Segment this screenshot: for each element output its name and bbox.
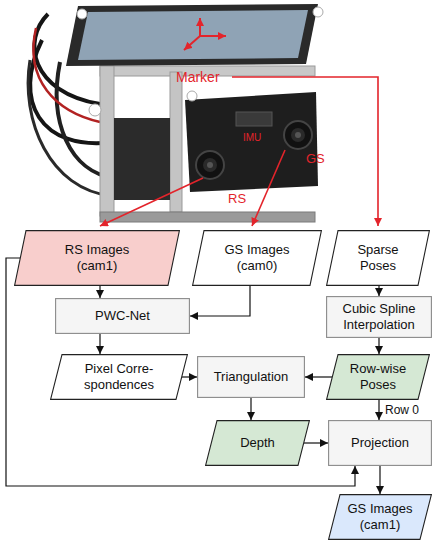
lens-glass	[295, 132, 301, 138]
rs-camera-lens	[196, 151, 224, 179]
text-block: RS Images (cam1)	[57, 242, 137, 273]
marker-sphere	[313, 7, 323, 17]
text-block: Row-wise Poses	[346, 361, 410, 392]
rect-shape	[198, 357, 305, 398]
rect-shape	[56, 299, 190, 334]
frame-post	[100, 66, 114, 216]
flow-arrow	[378, 286, 379, 296]
screen	[78, 10, 308, 60]
marker-sphere	[77, 9, 87, 19]
camera-plate	[185, 92, 318, 192]
data-parallelogram: Row-wise Poses	[326, 354, 430, 400]
node-label: Triangulation	[214, 369, 289, 385]
rect-shape	[327, 297, 432, 338]
imu-label: IMU	[243, 132, 261, 143]
edge-label: Row 0	[384, 403, 420, 417]
node-label: GS Images (cam0)	[217, 242, 297, 273]
imu-chip	[236, 112, 272, 126]
axis-arrow	[199, 18, 201, 36]
marker-pointer	[232, 77, 378, 226]
frame-base	[100, 212, 315, 222]
screen-bezel	[66, 4, 318, 66]
marker-label: Marker	[176, 70, 220, 85]
process-box: Cubic Spline Interpolation	[326, 296, 432, 338]
process-box: Projection	[328, 420, 432, 466]
node-label: Row-wise Poses	[346, 361, 410, 392]
text-block: GS Images (cam1)	[345, 501, 415, 532]
parallelogram-shape	[51, 355, 188, 400]
cable	[28, 60, 112, 196]
input-parallelogram: Sparse Poses	[326, 230, 430, 286]
text-block: GS Images (cam0)	[217, 242, 297, 273]
text-block: Depth	[240, 435, 275, 451]
parallelogram-shape	[15, 231, 180, 286]
lens-glass	[291, 128, 305, 142]
flow-arrow	[99, 286, 100, 298]
node-label: RS Images (cam1)	[57, 242, 137, 273]
axis-arrow	[200, 35, 226, 37]
rect-shape	[329, 421, 432, 466]
flow-arrow	[6, 258, 355, 486]
flow-arrow	[99, 334, 100, 354]
gs-pointer	[252, 150, 285, 226]
parallelogram-shape	[327, 355, 430, 400]
parallelogram-shape	[327, 231, 430, 286]
output-parallelogram: GS Images (cam1)	[328, 494, 432, 540]
gs-camera-lens	[284, 121, 312, 149]
node-label: Cubic Spline Interpolation	[332, 301, 426, 332]
flow-arrow	[304, 442, 328, 443]
text-block: Pixel Corre- spondences	[77, 361, 162, 392]
text-block: PWC-Net	[95, 308, 150, 324]
text-block: Triangulation	[214, 369, 289, 385]
node-label: Pixel Corre- spondences	[77, 361, 162, 392]
marker-sphere	[187, 91, 197, 101]
flow-arrow	[182, 376, 197, 377]
lens-glass	[207, 162, 213, 168]
flow-arrow	[190, 286, 250, 316]
text-block: Projection	[351, 435, 409, 451]
camera-label: GS	[306, 152, 325, 166]
axis-arrow	[184, 36, 200, 50]
node-label: Sparse Poses	[348, 242, 408, 273]
text-block: Cubic Spline Interpolation	[332, 301, 426, 332]
camera-label: RS	[228, 192, 246, 206]
node-label: PWC-Net	[95, 308, 150, 324]
computer-board	[114, 118, 170, 200]
node-label: GS Images (cam1)	[345, 501, 415, 532]
parallelogram-shape	[329, 495, 432, 540]
flow-arrow	[379, 466, 380, 494]
input-parallelogram: GS Images (cam0)	[192, 230, 322, 286]
parallelogram-shape	[193, 231, 322, 286]
text-block: Sparse Poses	[348, 242, 408, 273]
process-box: Triangulation	[197, 356, 305, 398]
data-parallelogram: Depth	[205, 420, 310, 466]
flow-arrow	[378, 338, 379, 354]
input-parallelogram: RS Images (cam1)	[14, 230, 180, 286]
data-parallelogram: Pixel Corre- spondences	[50, 354, 188, 400]
flow-arrow	[250, 398, 251, 420]
parallelogram-shape	[206, 421, 310, 466]
marker-sphere	[89, 104, 101, 116]
process-box: PWC-Net	[55, 298, 190, 334]
flow-arrow	[305, 376, 332, 377]
node-label: Depth	[240, 435, 275, 451]
flow-arrow	[378, 400, 379, 420]
lens-glass	[203, 158, 217, 172]
rs-pointer	[100, 178, 203, 226]
node-label: Projection	[351, 435, 409, 451]
